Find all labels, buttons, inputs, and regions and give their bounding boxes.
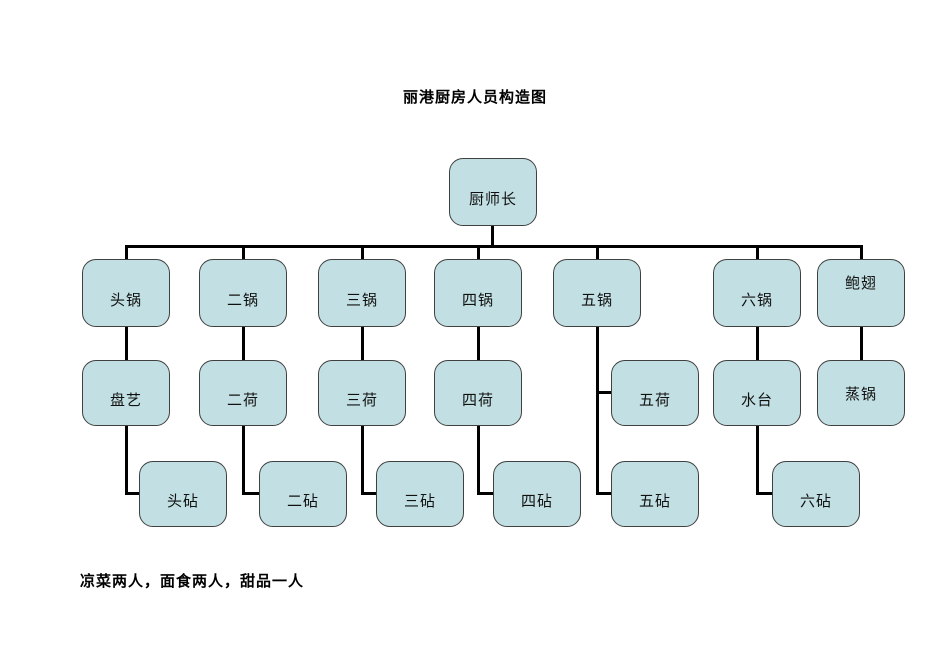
connector-line (361, 492, 377, 495)
connector-line (125, 245, 128, 260)
connector-line (596, 492, 612, 495)
connector-line (860, 326, 863, 361)
connector-line (125, 326, 128, 361)
org-node-wok-1: 头锅 (82, 259, 170, 327)
connector-line (596, 391, 612, 394)
org-node-wok-2: 二锅 (199, 259, 287, 327)
org-node-chop-5: 五砧 (611, 461, 699, 527)
connector-line (125, 425, 128, 495)
org-node-chop-2: 二砧 (259, 461, 347, 527)
org-node-chop-4: 四砧 (493, 461, 581, 527)
connector-line (491, 225, 494, 247)
org-node-wok-5: 五锅 (553, 259, 641, 327)
org-node-helper-4: 四荷 (434, 360, 522, 426)
connector-line (242, 425, 245, 495)
org-node-helper-5: 五荷 (611, 360, 699, 426)
connector-line (756, 326, 759, 361)
org-node-wok-3: 三锅 (318, 259, 406, 327)
connector-line (860, 245, 863, 260)
org-node-water-station: 水台 (713, 360, 801, 426)
connector-line (242, 326, 245, 361)
connector-line (756, 492, 773, 495)
org-node-helper-3: 三荷 (318, 360, 406, 426)
connector-line (242, 245, 245, 260)
org-node-plating: 盘艺 (82, 360, 170, 426)
connector-line (756, 425, 759, 495)
connector-line (477, 245, 480, 260)
connector-line (125, 245, 863, 248)
org-node-chop-1: 头砧 (139, 461, 227, 527)
diagram-title: 丽港厨房人员构造图 (402, 89, 547, 106)
connector-line (477, 326, 480, 361)
connector-line (361, 326, 364, 361)
connector-line (361, 245, 364, 260)
connector-line (596, 326, 599, 495)
org-node-abalone: 鲍翅 (817, 259, 905, 327)
org-node-chop-3: 三砧 (376, 461, 464, 527)
connector-line (477, 492, 494, 495)
connector-line (125, 492, 140, 495)
connector-line (242, 492, 260, 495)
connector-line (596, 245, 599, 260)
org-node-chop-6: 六砧 (772, 461, 860, 527)
connector-line (477, 425, 480, 495)
org-node-steamer: 蒸锅 (817, 360, 905, 426)
org-node-chef: 厨师长 (449, 158, 537, 226)
org-node-wok-6: 六锅 (713, 259, 801, 327)
connector-line (361, 425, 364, 495)
footnote: 凉菜两人，面食两人，甜品一人 (80, 573, 305, 590)
org-node-wok-4: 四锅 (434, 259, 522, 327)
connector-line (756, 245, 759, 260)
org-node-helper-2: 二荷 (199, 360, 287, 426)
